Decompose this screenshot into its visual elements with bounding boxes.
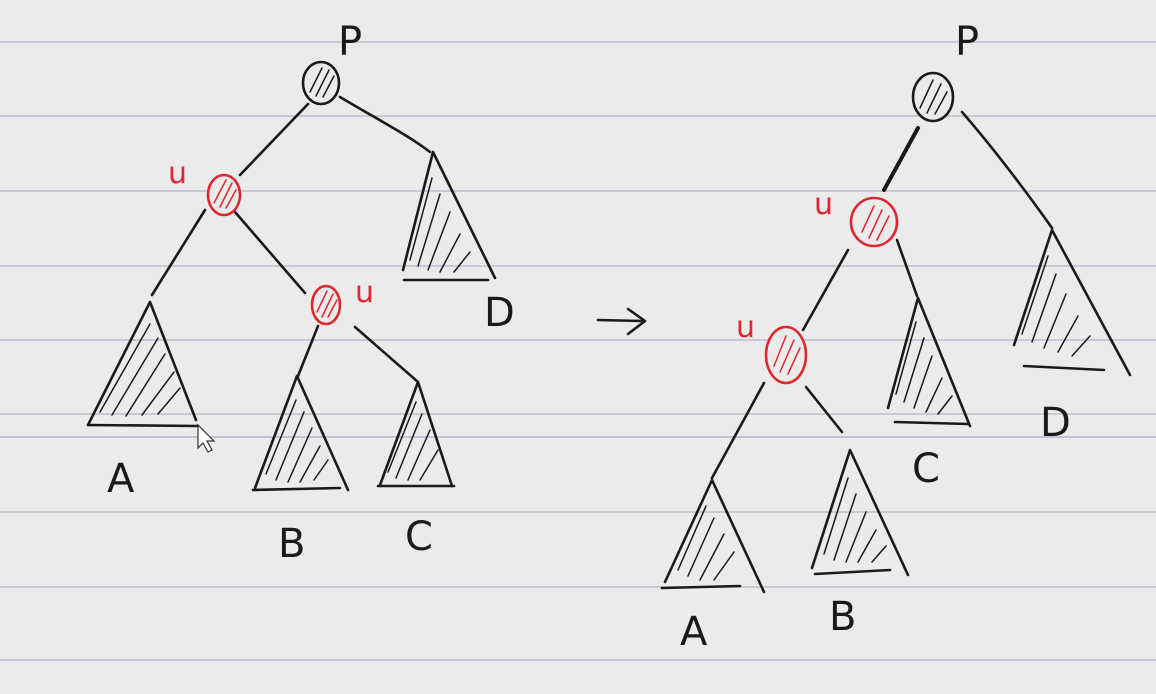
left-root-node: [301, 60, 341, 106]
left-root-label: P: [338, 19, 362, 65]
right-subtree-c: [886, 296, 972, 428]
right-node-u-lower: [764, 325, 808, 385]
left-tree: P u u A B: [86, 19, 515, 567]
right-edge-p-d: [960, 110, 1054, 230]
left-subtree-b-label: B: [278, 521, 305, 567]
right-edge-u-c: [895, 238, 919, 298]
right-subtree-b: [810, 448, 910, 577]
right-subtree-c-label: C: [912, 446, 940, 492]
right-tree: P u u A B: [660, 19, 1132, 655]
left-edge-u-a: [150, 208, 207, 297]
left-node-u-upper: [206, 173, 242, 217]
right-edge-lower-u-b: [804, 385, 844, 434]
left-edge-p-u: [238, 102, 310, 177]
mouse-cursor-icon: [197, 423, 216, 453]
left-edge-lower-u-b: [296, 324, 320, 378]
left-edge-u-lower-u: [233, 210, 307, 295]
right-edge-u-lower-u: [801, 248, 850, 332]
left-subtree-c-label: C: [405, 514, 433, 560]
right-edge-lower-u-a: [710, 381, 766, 480]
left-node-u-lower: [310, 284, 342, 326]
transform-arrow: [596, 307, 647, 336]
right-root-node: [911, 71, 955, 123]
right-subtree-a-label: A: [680, 609, 708, 655]
right-subtree-a: [660, 478, 766, 594]
left-subtree-a-label: A: [107, 456, 135, 502]
right-node-u-upper-label: u: [814, 187, 833, 222]
right-root-label: P: [955, 19, 979, 65]
left-subtree-b: [251, 374, 350, 492]
right-subtree-d-label: D: [1040, 400, 1071, 446]
left-edge-lower-u-c: [353, 325, 420, 384]
left-subtree-a: [86, 300, 200, 428]
left-subtree-d-label: D: [484, 290, 515, 336]
right-edge-p-u: [882, 126, 920, 192]
left-node-u-lower-label: u: [355, 275, 374, 310]
right-node-u-lower-label: u: [736, 310, 755, 345]
right-subtree-d: [1012, 228, 1132, 377]
right-subtree-b-label: B: [829, 594, 856, 640]
left-node-u-upper-label: u: [168, 156, 187, 191]
left-edge-p-d: [338, 95, 432, 154]
left-subtree-c: [376, 380, 456, 488]
left-subtree-d: [401, 150, 497, 282]
right-node-u-upper: [849, 196, 899, 248]
